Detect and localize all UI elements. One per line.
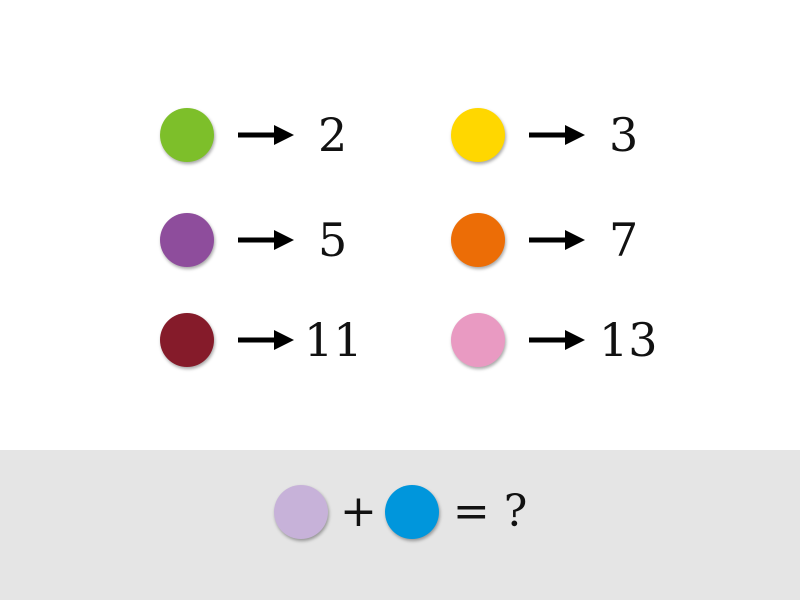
mapping-value: 11 — [304, 313, 363, 367]
right-arrow-icon — [238, 125, 294, 145]
right-arrow-icon — [529, 125, 585, 145]
mapping-orange: 7 — [451, 210, 638, 270]
plus-sign: + — [340, 486, 377, 537]
mapping-yellow: 3 — [451, 105, 638, 165]
right-arrow-icon — [238, 230, 294, 250]
question-mark: ? — [503, 486, 528, 537]
yellow-dot — [451, 108, 505, 162]
mapping-value: 3 — [609, 108, 639, 162]
mapping-value: 13 — [599, 313, 658, 367]
pink-dot — [451, 313, 505, 367]
mapping-purple: 5 — [160, 210, 347, 270]
equals-sign: = — [452, 486, 490, 537]
purple-dot — [160, 213, 214, 267]
mapping-value: 7 — [609, 213, 639, 267]
lavender-dot — [274, 485, 328, 539]
mapping-dark-red: 11 — [160, 310, 363, 370]
right-arrow-icon — [529, 330, 585, 350]
mapping-value: 2 — [318, 108, 348, 162]
mapping-value: 5 — [318, 213, 348, 267]
green-dot — [160, 108, 214, 162]
mapping-pink: 13 — [451, 310, 658, 370]
equation: + = ? — [274, 484, 527, 540]
mapping-green: 2 — [160, 105, 347, 165]
orange-dot — [451, 213, 505, 267]
dark-red-dot — [160, 313, 214, 367]
blue-dot — [384, 485, 439, 539]
right-arrow-icon — [238, 330, 294, 350]
right-arrow-icon — [529, 230, 585, 250]
